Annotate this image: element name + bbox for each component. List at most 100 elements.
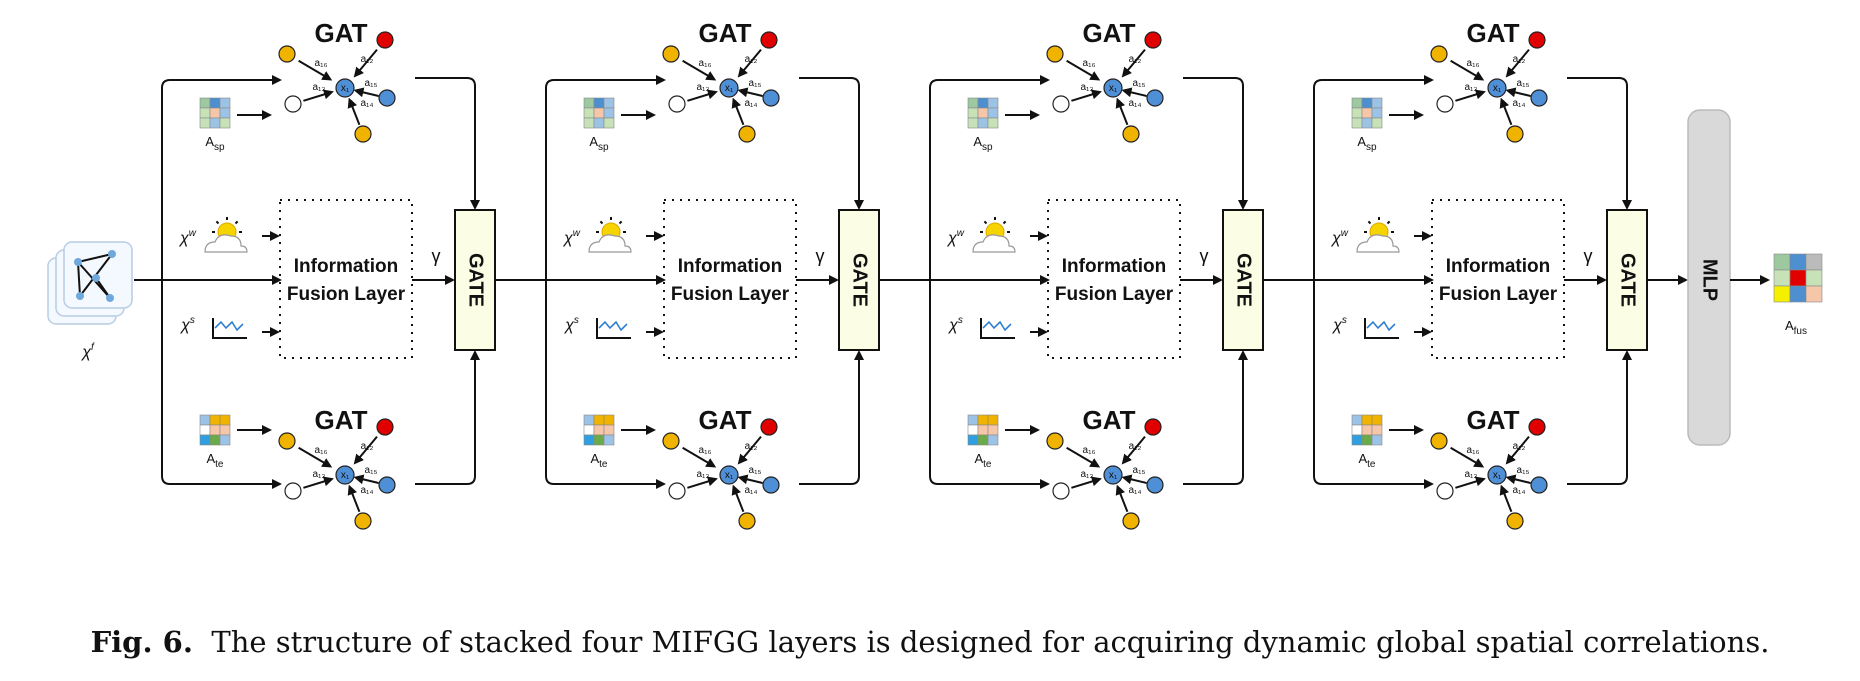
fusion-layer-title-2: Fusion Layer [287, 284, 406, 305]
gamma-label: γ [816, 246, 825, 266]
gat-neighbor-node [284, 482, 302, 500]
gat-edge-arrow [687, 89, 718, 102]
matrix-a-te [199, 414, 231, 446]
gat-edge-label: a₁₂ [361, 54, 374, 65]
gate-box [838, 209, 880, 351]
label-a-te: Ate [590, 451, 607, 470]
branch-to-gat-top [161, 75, 282, 280]
matrix-cell [1361, 434, 1373, 446]
matrix-cell [209, 117, 221, 129]
input-graph-node [92, 274, 100, 282]
gat-edge-label: a₁₃ [1464, 82, 1477, 93]
fusion-layer-title-2: Fusion Layer [1055, 284, 1174, 305]
label-x-w: χw [178, 228, 197, 247]
matrix-cell [1351, 434, 1363, 446]
matrix-cell [987, 434, 999, 446]
label-a-te: Ate [206, 451, 223, 470]
matrix-cell [593, 117, 605, 129]
gat-edge-label: a₁₄ [360, 485, 373, 496]
caption-text: The structure of stacked four MIFGG laye… [211, 625, 1770, 659]
gat-edge-label: a₁₃ [696, 469, 709, 480]
branch-to-gat-bottom [161, 280, 282, 489]
gat-edge-label: a₁₂ [745, 441, 758, 452]
matrix-cell [987, 107, 999, 119]
gat-edge-label: a₁₂ [1129, 441, 1142, 452]
gat-neighbor-node [1530, 89, 1548, 107]
gat-neighbor-node [1436, 482, 1454, 500]
gat-center-node [1487, 465, 1507, 485]
gat-bottom-to-gate [799, 350, 864, 485]
fusion-layer-box [663, 199, 797, 359]
fusion-layer-title-1: Information [1062, 256, 1167, 277]
gat-edge-label: a₁₃ [1080, 469, 1093, 480]
matrix-cell [987, 414, 999, 426]
gat-edge-label: a₁₅ [1133, 78, 1146, 89]
matrix-cell [219, 107, 231, 119]
cloud-shape [972, 234, 1016, 253]
gat-edge-arrow [731, 97, 745, 126]
gate-label: GATE [465, 253, 487, 307]
matrix-cell [209, 424, 221, 436]
gat-edge-arrow [737, 435, 762, 465]
gat-neighbor-node [1046, 432, 1064, 450]
matrix-cell [593, 97, 605, 109]
gat-neighbor-node [1528, 31, 1546, 49]
branch-to-gat-bottom [545, 280, 666, 489]
gat-neighbor-node [376, 31, 394, 49]
label-a-sp: Asp [205, 134, 225, 153]
label-a-sp: Asp [589, 134, 609, 153]
matrix-cell [603, 117, 615, 129]
gat-edge-arrow [1071, 89, 1102, 102]
gat-edge-label: a₁₃ [1080, 82, 1093, 93]
matrix-cell [977, 414, 989, 426]
matrix-cell [583, 414, 595, 426]
matrix-cell [1371, 117, 1383, 129]
gat-neighbor-node [1146, 476, 1164, 494]
matrix-cell [1773, 269, 1791, 287]
gat-center-node [719, 78, 739, 98]
matrix-cell [987, 117, 999, 129]
gat-center-label: x₁ [725, 83, 734, 94]
chart-axes [1364, 318, 1399, 339]
gat-neighbor-node [1530, 476, 1548, 494]
cloud-shape [204, 234, 248, 253]
matrix-cell [583, 434, 595, 446]
gat-title: GAT [1083, 405, 1136, 435]
matrix-cell [593, 434, 605, 446]
gat-edge-arrow [353, 435, 378, 465]
gat-title: GAT [699, 405, 752, 435]
gat-edge-label: a₁₂ [361, 441, 374, 452]
matrix-cell [219, 434, 231, 446]
gat-edge-arrow [1505, 435, 1530, 465]
gat-edge-label: a₁₅ [749, 78, 762, 89]
gat-edge-label: a₁₃ [696, 82, 709, 93]
matrix-cell [1805, 285, 1823, 303]
matrix-cell [1773, 253, 1791, 271]
matrix-cell [967, 424, 979, 436]
sun-ray [1386, 220, 1391, 225]
gat-neighbor-node [762, 476, 780, 494]
branch-to-gat-top [1313, 75, 1434, 280]
gat-neighbor-node [1146, 89, 1164, 107]
gat-edge-arrow [1455, 89, 1486, 102]
gat-edge-label: a₁₃ [312, 469, 325, 480]
gat-edge-label: a₁₆ [1083, 58, 1096, 69]
matrix-cell [1351, 107, 1363, 119]
matrix-cell [1361, 414, 1373, 426]
gat-center-node [1487, 78, 1507, 98]
branch-to-gat-bottom [1313, 280, 1434, 489]
gat-center-label: x₁ [1109, 83, 1118, 94]
matrix-cell [219, 424, 231, 436]
matrix-cell [1789, 285, 1807, 303]
gat-edge-label: a₁₆ [699, 445, 712, 456]
gat-neighbor-node [762, 89, 780, 107]
fusion-layer-title-2: Fusion Layer [1439, 284, 1558, 305]
gat-neighbor-node [1052, 95, 1070, 113]
gat-edge-arrow [1115, 484, 1129, 513]
gat-edge-arrow [687, 476, 718, 489]
